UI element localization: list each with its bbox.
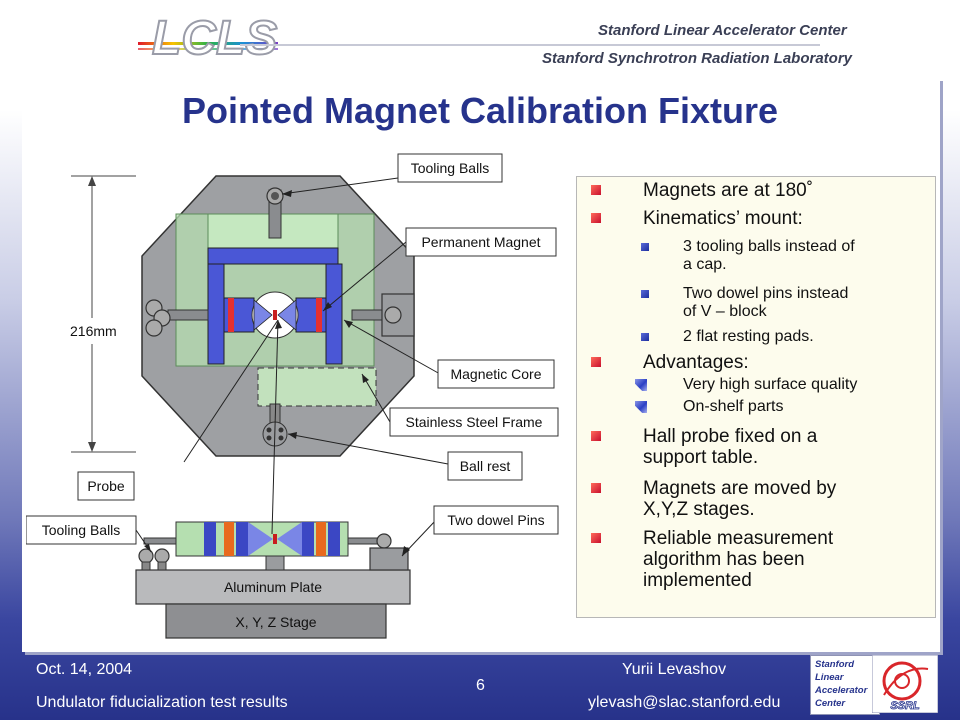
callout-probe: Probe [77, 471, 135, 501]
side-view: Aluminum Plate X, Y, Z Stage [135, 521, 411, 639]
lcls-logo: LCLS [138, 11, 278, 66]
callout-ball-rest: Ball rest [447, 451, 523, 481]
header-divider [240, 44, 820, 46]
svg-text:Tooling Balls: Tooling Balls [42, 522, 121, 538]
footer-subtitle: Undulator fiducialization test results [36, 694, 288, 711]
tooling-ball-top [266, 187, 284, 239]
bullet-hall-probe-b: support table. [643, 447, 759, 468]
sub-bullet-dowel-pins-b: of V – block [683, 303, 767, 320]
bullet-kinematics: Kinematics’ mount: [643, 208, 803, 229]
slide-title: Pointed Magnet Calibration Fixture [181, 90, 779, 131]
header-band [0, 0, 960, 76]
xyz-stage-label: X, Y, Z Stage [235, 614, 316, 630]
fixture-diagram: 216mm [26, 153, 559, 639]
sub-bullet-on-shelf: On-shelf parts [683, 398, 784, 415]
leader-arrows [144, 190, 410, 556]
callout-stainless-steel-frame: Stainless Steel Frame [389, 407, 559, 437]
svg-text:Permanent Magnet: Permanent Magnet [421, 234, 540, 250]
bullet-algorithm-a: Reliable measurement [643, 528, 834, 549]
callout-magnetic-core: Magnetic Core [437, 359, 555, 389]
svg-text:Probe: Probe [87, 478, 125, 494]
bullet-marker-icon [591, 431, 601, 441]
bullet-hall-probe-a: Hall probe fixed on a [643, 426, 818, 447]
bullet-marker-icon [591, 357, 601, 367]
callout-two-dowel-pins: Two dowel Pins [433, 505, 559, 535]
ssrl-logo: SSRL [872, 655, 938, 713]
bullet-advantages: Advantages: [643, 352, 749, 373]
sub-bullet-marker-icon [641, 333, 649, 341]
footer-author: Yurii Levashov [622, 661, 727, 678]
svg-text:Tooling Balls: Tooling Balls [411, 160, 490, 176]
svg-text:Magnetic Core: Magnetic Core [450, 366, 541, 382]
svg-text:Two dowel Pins: Two dowel Pins [447, 512, 544, 528]
dimension-label: 216mm [70, 323, 117, 339]
svg-text:Stainless Steel Frame: Stainless Steel Frame [406, 414, 543, 430]
sub-bullet-marker-icon [635, 379, 647, 391]
ssrl-logo-text: SSRL [890, 700, 920, 712]
svg-text:Ball rest: Ball rest [460, 458, 511, 474]
bullet-magnets-angle: Magnets are at 180˚ [643, 180, 814, 201]
sub-bullet-tooling-balls-a: 3 tooling balls instead of [683, 238, 855, 255]
bullet-box: Magnets are at 180˚ Kinematics’ mount: 3… [576, 176, 936, 618]
lcls-logo-text: LCLS [152, 12, 277, 65]
callout-permanent-magnet: Permanent Magnet [405, 227, 557, 257]
org-line-2: Stanford Synchrotron Radiation Laborator… [542, 50, 853, 67]
sub-bullet-marker-icon [641, 243, 649, 251]
callout-tooling-balls-top: Tooling Balls [397, 153, 503, 183]
bullet-xyz-stages-a: Magnets are moved by [643, 478, 837, 499]
footer-email: ylevash@slac.stanford.edu [588, 694, 781, 711]
footer-date: Oct. 14, 2004 [36, 661, 133, 678]
bullet-marker-icon [591, 483, 601, 493]
org-line-1: Stanford Linear Accelerator Center [598, 22, 847, 39]
dowel-pin-right [351, 293, 415, 337]
sub-bullet-marker-icon [635, 401, 647, 413]
sub-bullet-dowel-pins-a: Two dowel pins instead [683, 285, 849, 302]
tooling-ball-left [145, 299, 209, 337]
bullet-marker-icon [591, 533, 601, 543]
permanent-magnet-center [251, 291, 299, 339]
callout-tooling-balls-side: Tooling Balls [26, 515, 137, 545]
sub-bullet-resting-pads: 2 flat resting pads. [683, 328, 814, 345]
bullet-marker-icon [591, 213, 601, 223]
sub-bullet-tooling-balls-b: a cap. [683, 256, 727, 273]
slac-logo: Stanford Linear Accelerator Center [810, 655, 880, 715]
aluminum-plate-label: Aluminum Plate [224, 579, 322, 595]
leader-lines [135, 177, 449, 557]
magnetic-core [207, 247, 343, 365]
page-number: 6 [476, 677, 485, 694]
bullet-xyz-stages-b: X,Y,Z stages. [643, 499, 755, 520]
sub-bullet-marker-icon [641, 290, 649, 298]
bullet-algorithm-b: algorithm has been [643, 549, 805, 570]
sub-bullet-surface-quality: Very high surface quality [683, 376, 858, 393]
bullet-marker-icon [591, 185, 601, 195]
bullet-algorithm-c: implemented [643, 570, 752, 591]
dimension-marker: 216mm [70, 175, 136, 453]
